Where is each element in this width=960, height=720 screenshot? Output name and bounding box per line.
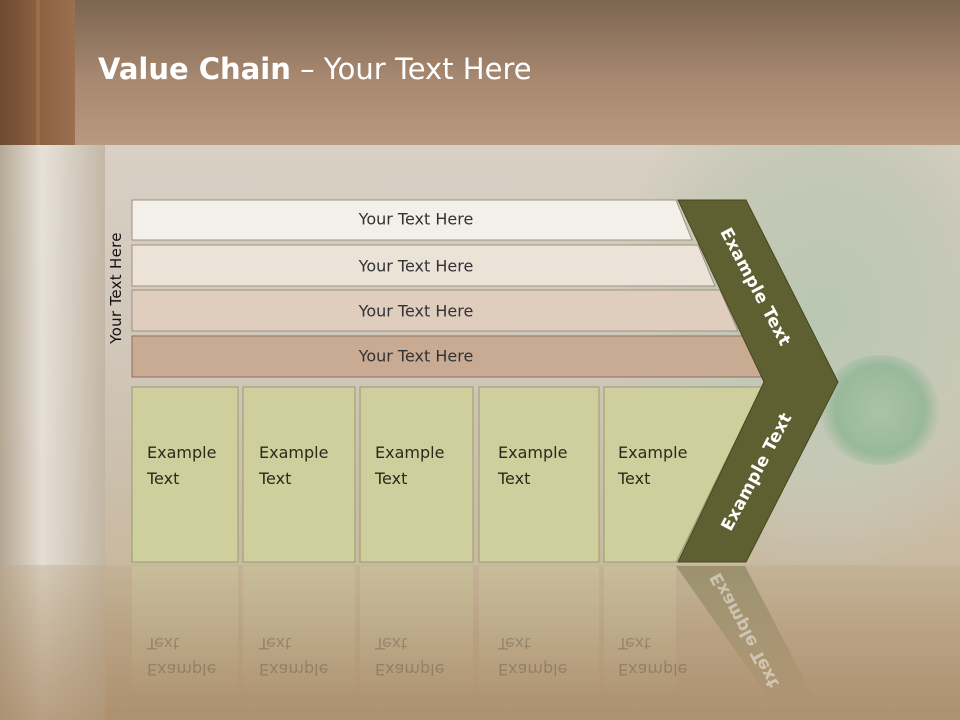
box-5-label-reflection: Example Text <box>618 630 708 682</box>
bar-2-label: Your Text Here <box>358 256 474 276</box>
box-3-line1: Example <box>375 443 445 462</box>
box-2-reflection-line2: Text <box>259 634 292 653</box>
bar-3 <box>131 289 739 332</box>
box-1-line1: Example <box>147 443 217 462</box>
box-4-line2: Text <box>498 469 531 488</box>
box-4-reflection-line2: Text <box>498 634 531 653</box>
box-1-reflection-line2: Text <box>147 634 180 653</box>
banner-accent-line <box>36 0 40 145</box>
box-2-label-reflection: Example Text <box>259 630 349 682</box>
box-3-reflection-line1: Example <box>375 660 445 679</box>
box-1-reflection-line1: Example <box>147 660 217 679</box>
box-3-reflection <box>360 566 473 696</box>
box-3-reflection-line2: Text <box>375 634 408 653</box>
box-5-line1: Example <box>618 443 688 462</box>
chevron-reflection <box>676 566 815 700</box>
bar-3-label: Your Text Here <box>358 301 474 321</box>
background-motor <box>820 355 940 465</box>
box-1-reflection <box>132 566 238 696</box>
box-4-reflection-line1: Example <box>498 660 568 679</box>
box-2-reflection <box>243 566 355 696</box>
box-2-reflection-line1: Example <box>259 660 329 679</box>
box-2-line1: Example <box>259 443 329 462</box>
slide-title: Value Chain – Your Text Here <box>98 52 532 86</box>
box-5-line2: Text <box>618 469 651 488</box>
box-2 <box>242 386 356 563</box>
box-2-line2: Text <box>259 469 292 488</box>
box-4-label-reflection: Example Text <box>498 630 588 682</box>
chevron-arrow <box>677 199 839 563</box>
bar-1 <box>131 199 693 241</box>
title-bold: Value Chain <box>98 52 291 86</box>
box-5-reflection-line1: Example <box>618 660 688 679</box>
box-5-reflection <box>604 566 676 696</box>
box-4 <box>478 386 600 563</box>
bar-1-label: Your Text Here <box>358 209 474 229</box>
box-4-line1: Example <box>498 443 568 462</box>
box-3-line2: Text <box>375 469 408 488</box>
box-1 <box>131 386 239 563</box>
box-3 <box>359 386 474 563</box>
side-label: Your Text Here <box>107 232 125 344</box>
box-1-label-reflection: Example Text <box>147 630 237 682</box>
box-3-label-reflection: Example Text <box>375 630 465 682</box>
bar-4-label: Your Text Here <box>358 346 474 366</box>
box-5 <box>603 386 763 563</box>
box-1-line2: Text <box>147 469 180 488</box>
box-5-reflection-line2: Text <box>618 634 651 653</box>
bar-2 <box>131 244 716 287</box>
box-4-reflection <box>479 566 599 696</box>
title-banner <box>0 0 960 145</box>
title-rest: – Your Text Here <box>290 52 532 86</box>
